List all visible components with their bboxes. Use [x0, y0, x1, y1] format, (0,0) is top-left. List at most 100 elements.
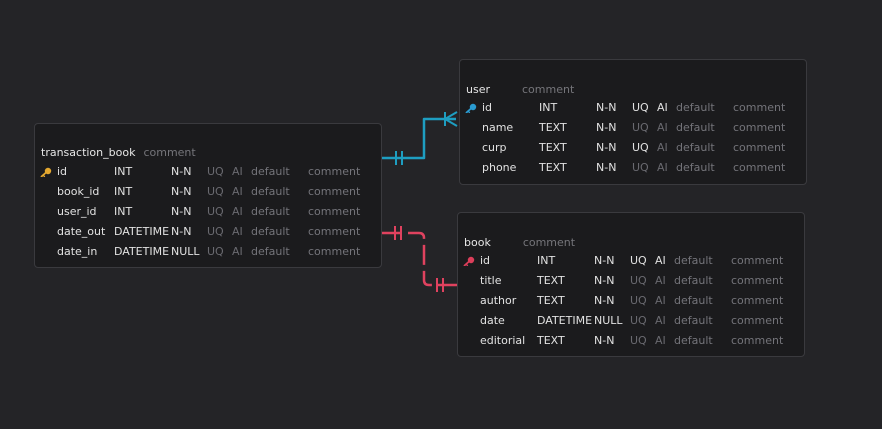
column-name: id: [482, 101, 493, 114]
column-comment: comment: [308, 185, 361, 198]
unique-toggle[interactable]: UQ: [630, 334, 647, 347]
column-default: default: [674, 274, 713, 287]
unique-toggle[interactable]: UQ: [630, 294, 647, 307]
column-default: default: [251, 225, 290, 238]
column-type: TEXT: [537, 274, 565, 287]
column-default: default: [251, 205, 290, 218]
column-type: INT: [114, 205, 133, 218]
column-default: default: [674, 294, 713, 307]
column-name: id: [480, 254, 491, 267]
unique-toggle[interactable]: UQ: [207, 245, 224, 258]
key-icon: [465, 103, 477, 113]
autoincrement-toggle[interactable]: AI: [657, 161, 668, 174]
autoincrement-toggle[interactable]: AI: [655, 334, 666, 347]
autoincrement-toggle[interactable]: AI: [655, 294, 666, 307]
column-default: default: [251, 165, 290, 178]
column-comment: comment: [731, 294, 784, 307]
column-type: INT: [537, 254, 556, 267]
column-nullable: N-N: [594, 294, 615, 307]
column-nullable: N-N: [596, 101, 617, 114]
table-comment: comment: [522, 235, 576, 249]
column-nullable: NULL: [594, 314, 623, 327]
column-comment: comment: [731, 274, 784, 287]
unique-toggle[interactable]: UQ: [630, 314, 647, 327]
column-name: title: [480, 274, 502, 287]
column-comment: comment: [308, 165, 361, 178]
column-comment: comment: [731, 334, 784, 347]
unique-toggle[interactable]: UQ: [632, 161, 649, 174]
column-nullable: N-N: [594, 274, 615, 287]
table-header: book comment: [464, 234, 575, 250]
column-type: INT: [114, 185, 133, 198]
crowfoot-marker: [444, 111, 458, 127]
column-name: curp: [482, 141, 507, 154]
unique-toggle[interactable]: UQ: [632, 141, 649, 154]
column-name: user_id: [57, 205, 97, 218]
column-nullable: N-N: [596, 141, 617, 154]
column-nullable: N-N: [171, 165, 192, 178]
unique-toggle[interactable]: UQ: [207, 205, 224, 218]
relation-line: [382, 231, 457, 287]
column-nullable: N-N: [596, 121, 617, 134]
autoincrement-toggle[interactable]: AI: [232, 205, 243, 218]
unique-toggle[interactable]: UQ: [207, 165, 224, 178]
unique-toggle[interactable]: UQ: [630, 254, 647, 267]
column-row[interactable]: id INT N-N UQ AI default comment: [35, 162, 381, 182]
autoincrement-toggle[interactable]: AI: [657, 101, 668, 114]
column-default: default: [676, 101, 715, 114]
table-header: user comment: [466, 81, 574, 97]
column-type: TEXT: [537, 334, 565, 347]
autoincrement-toggle[interactable]: AI: [657, 121, 668, 134]
column-type: INT: [114, 165, 133, 178]
autoincrement-toggle[interactable]: AI: [655, 274, 666, 287]
unique-toggle[interactable]: UQ: [632, 101, 649, 114]
autoincrement-toggle[interactable]: AI: [232, 245, 243, 258]
autoincrement-toggle[interactable]: AI: [232, 165, 243, 178]
column-comment: comment: [733, 121, 786, 134]
column-comment: comment: [308, 225, 361, 238]
autoincrement-toggle[interactable]: AI: [232, 185, 243, 198]
unique-toggle[interactable]: UQ: [207, 185, 224, 198]
unique-toggle[interactable]: UQ: [632, 121, 649, 134]
column-name: id: [57, 165, 68, 178]
column-default: default: [674, 254, 713, 267]
column-default: default: [676, 141, 715, 154]
column-comment: comment: [308, 205, 361, 218]
column-row[interactable]: title TEXT N-N UQ AI default comment: [458, 271, 804, 291]
table-comment: comment: [143, 145, 196, 159]
unique-toggle[interactable]: UQ: [207, 225, 224, 238]
column-comment: comment: [308, 245, 361, 258]
autoincrement-toggle[interactable]: AI: [655, 254, 666, 267]
relation-transaction-user[interactable]: [382, 111, 458, 165]
column-nullable: N-N: [596, 161, 617, 174]
column-type: DATETIME: [114, 245, 170, 258]
autoincrement-toggle[interactable]: AI: [657, 141, 668, 154]
key-icon: [463, 256, 475, 266]
unique-toggle[interactable]: UQ: [630, 274, 647, 287]
column-comment: comment: [731, 314, 784, 327]
relation-transaction-book[interactable]: [382, 226, 457, 292]
column-default: default: [676, 121, 715, 134]
autoincrement-toggle[interactable]: AI: [232, 225, 243, 238]
column-type: TEXT: [539, 141, 567, 154]
column-nullable: N-N: [171, 225, 192, 238]
column-default: default: [251, 185, 290, 198]
autoincrement-toggle[interactable]: AI: [655, 314, 666, 327]
